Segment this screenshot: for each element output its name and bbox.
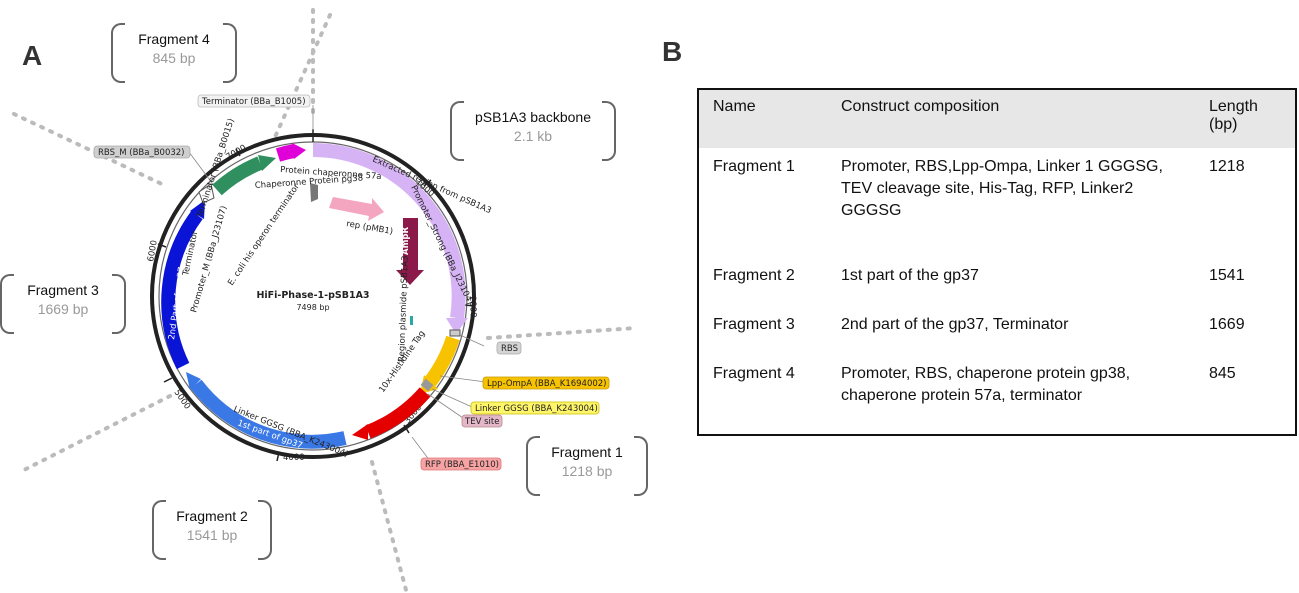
row-name: Fragment 1 (713, 158, 795, 175)
first-part-arrowhead (186, 372, 201, 390)
second-part-arrowhead (190, 200, 205, 219)
ampr-arrow (396, 218, 424, 285)
fragment-2-box: Fragment 2 1541 bp (152, 500, 272, 560)
tag-lpp-ompa: Lpp-OmpA (BBA_K1694002) (487, 379, 607, 389)
green-arrowhead (258, 155, 276, 171)
table-row: Fragment 2 1st part of the gp37 1541 (698, 257, 1296, 306)
plasmid-map: 1000 2000 3000 4000 5000 6000 7000 Extra… (12, 8, 638, 592)
tick-label: 4000 (283, 453, 305, 463)
fragment-size: 845 bp (152, 50, 196, 66)
tick-label: 2000 (467, 296, 478, 318)
tick-label: 5000 (172, 388, 193, 411)
boundary-line (370, 460, 408, 592)
row-composition: 2nd part of the gp37, Terminator (841, 315, 1069, 333)
boundary-line (486, 326, 638, 340)
header-name: Name (698, 89, 827, 148)
green-arc (212, 156, 263, 196)
first-part-arc (190, 379, 347, 449)
feature-label: E. coli his operon terminator (226, 182, 302, 288)
row-length: 1669 (1209, 315, 1245, 333)
ecoli-terminator-marker (310, 183, 318, 202)
tag-rbs-m: RBS_M (BBa_B0032) (98, 148, 185, 158)
tag-linker-ggsg: Linker GGSG (BBA_K243004) (475, 404, 598, 414)
extracted-region-arrowhead (446, 318, 468, 334)
row-composition: Promoter, RBS, chaperone protein gp38, c… (841, 364, 1131, 404)
table-row: Fragment 4 Promoter, RBS, chaperone prot… (698, 355, 1296, 435)
boundary-line (22, 394, 172, 472)
table-row: Fragment 3 2nd part of the gp37, Termina… (698, 306, 1296, 355)
his-tag-arc (424, 335, 460, 387)
row-length: 1218 (1209, 158, 1245, 175)
table-header-row: Name Construct composition Length (bp) (698, 89, 1296, 148)
rfp-arrowhead (352, 424, 368, 440)
fragment-1-box: Fragment 1 1218 bp (526, 436, 648, 496)
tag-tev-site: TEV site (464, 417, 499, 427)
extracted-region-arc (312, 143, 466, 320)
rep-arrow (329, 197, 384, 221)
rbs-marker (449, 329, 461, 337)
magenta-arrowhead (292, 143, 306, 159)
feature-label: rep (pMB1) (345, 219, 393, 237)
linker-marker (420, 378, 434, 392)
fragment-size: 1218 bp (561, 463, 613, 479)
fragment-3-box: Fragment 3 1669 bp (0, 274, 126, 334)
fragment-size: 1541 bp (186, 527, 238, 543)
region-marker (410, 316, 413, 325)
second-part-arc (161, 210, 203, 370)
plasmid-length: 7498 bp (296, 303, 329, 312)
fragment-size: 2.1 kb (513, 128, 553, 144)
fragment-4-box: Fragment 4 845 bp (111, 23, 237, 83)
tag-rbs: RBS (501, 344, 518, 354)
feature-label: AmpR (401, 226, 411, 255)
magenta-arc (275, 144, 296, 162)
fragment-name: Fragment 3 (27, 282, 99, 298)
tag-rfp: RFP (BBA_E1010) (425, 460, 499, 470)
fragment-size: 1669 bp (37, 301, 89, 317)
fragment-name: pSB1A3 backbone (475, 109, 591, 125)
table-row: Fragment 1 Promoter, RBS,Lpp-Ompa, Linke… (698, 148, 1296, 257)
row-composition: 1st part of the gp37 (841, 266, 979, 284)
construct-table: Name Construct composition Length (bp) F… (697, 88, 1297, 436)
row-name: Fragment 2 (713, 266, 795, 284)
fragment-name: Fragment 2 (176, 508, 248, 524)
tick-label: 6000 (146, 239, 160, 262)
panel-a-label: A (22, 40, 43, 71)
rfp-arc (365, 387, 431, 439)
tag-terminator-b1005: Terminator (BBa_B1005) (201, 97, 306, 107)
header-composition: Construct composition (827, 89, 1195, 148)
row-length: 845 (1209, 364, 1236, 382)
row-composition: Promoter, RBS,Lpp-Ompa, Linker 1 GGGSG, … (841, 158, 1163, 219)
feature-label: Region plasmide pSB1A3 (397, 255, 411, 362)
row-name: Fragment 4 (713, 364, 795, 382)
backbone-box: pSB1A3 backbone 2.1 kb (450, 101, 616, 161)
terminator-marker (198, 183, 215, 204)
fragment-name: Fragment 1 (551, 444, 623, 460)
plasmid-name: HiFi-Phase-1-pSB1A3 (256, 290, 369, 301)
boundary-line (12, 112, 168, 188)
row-length: 1541 (1209, 266, 1245, 284)
row-name: Fragment 3 (713, 315, 795, 333)
fragment-name: Fragment 4 (138, 31, 210, 47)
boundary-line (273, 13, 332, 139)
header-length: Length (bp) (1195, 89, 1296, 148)
panel-b-label: B (662, 36, 683, 67)
